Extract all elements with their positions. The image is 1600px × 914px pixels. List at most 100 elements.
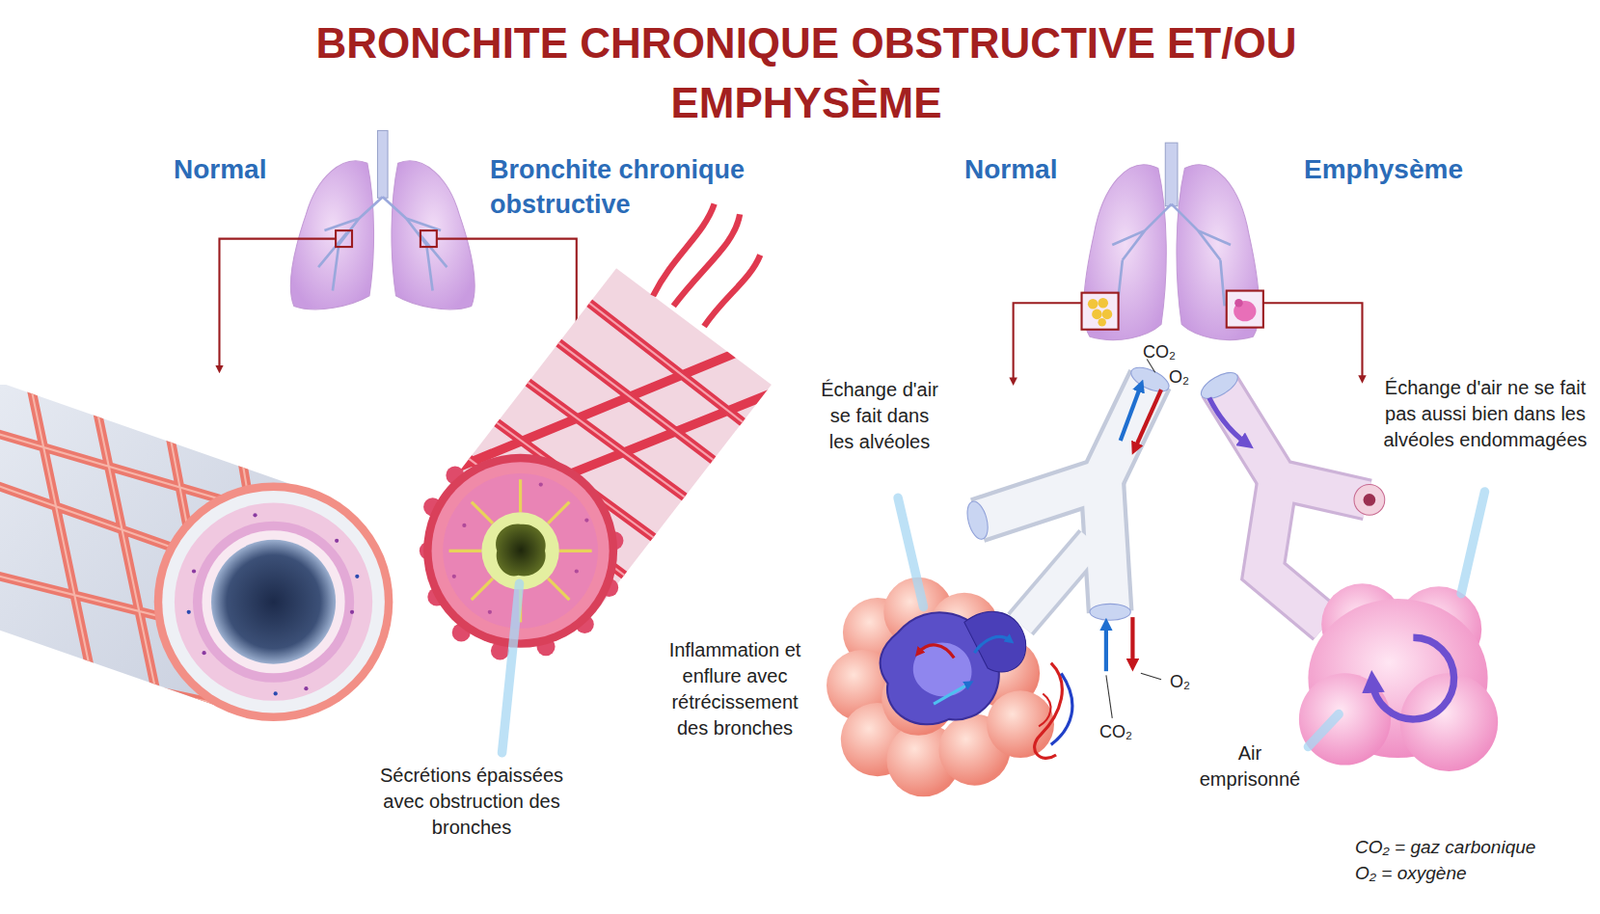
callout-text: Échange d'air ne se fait pas aussi bien …	[1377, 375, 1594, 454]
bronchus-obstructed-part-part	[471, 502, 493, 524]
gas-label: CO₂	[1099, 721, 1133, 744]
alveoli-normal-part	[1020, 541, 1092, 625]
alveoli-emphysema-part	[1363, 493, 1377, 507]
bronchus-obstructed-part	[428, 224, 816, 644]
heading: Bronchite chronique obstructive	[489, 152, 818, 222]
alveoli-emphysema-part	[1354, 485, 1385, 516]
alveoli-normal-part	[1135, 389, 1163, 449]
bronchus-obstructed-part	[495, 524, 546, 577]
bronchus-normal-part	[201, 530, 345, 674]
alveoli-normal-part-part	[1102, 479, 1111, 613]
alveoli-normal-part	[1130, 617, 1135, 666]
lung-figure-part	[1234, 298, 1243, 307]
callout-text: Échange d'air se fait dans les alvéoles	[817, 377, 942, 456]
gas-label: CO₂	[1142, 341, 1176, 364]
alveoli-emphysema-part-part	[1299, 673, 1391, 765]
bronchus-normal-part-part	[191, 569, 196, 573]
heading: Emphysème	[1303, 152, 1464, 188]
bronchus-obstructed-part-part	[574, 569, 579, 573]
bronchus-normal-part	[162, 490, 385, 714]
bronchus-obstructed-part-part	[461, 523, 466, 528]
bronchus-obstructed	[419, 204, 817, 661]
lung-figure-part	[318, 196, 447, 291]
alveoli-emphysema-part	[1209, 398, 1248, 445]
callout-text: Inflammation et enflure avec rétrécissem…	[655, 637, 814, 742]
bronchus-obstructed-part-part	[452, 574, 457, 579]
bronchus-obstructed-part	[423, 454, 618, 649]
bronchus-obstructed-part-part	[471, 578, 493, 600]
bronchus-normal-part	[192, 521, 354, 683]
lung-figure-part	[1176, 164, 1259, 341]
lung-figure-part	[1087, 298, 1099, 310]
alveoli-normal-part	[1089, 603, 1131, 621]
gas-label: O₂	[1169, 671, 1191, 694]
bronchus-normal-part	[187, 574, 360, 697]
bronchus-normal	[0, 336, 393, 776]
bronchus-normal-part-part	[350, 610, 354, 615]
alveoli-normal-part	[1120, 385, 1141, 441]
leader-line-part	[897, 497, 923, 607]
legend-text: O₂ = oxygène	[1355, 861, 1467, 886]
heading: Normal	[173, 152, 267, 188]
alveoli-normal-part	[963, 499, 992, 543]
alveoli-normal-part	[1140, 673, 1162, 679]
alveoli-normal-part	[933, 683, 970, 705]
bronchus-obstructed-part-part	[488, 610, 492, 615]
leader-line	[502, 491, 1486, 754]
lung-figure-part	[420, 230, 437, 247]
callout-text: Air emprisonné	[1195, 740, 1304, 793]
bronchus-normal-part	[191, 513, 354, 691]
bronchus-normal-part-part	[187, 610, 191, 615]
bronchus-normal-part	[211, 540, 336, 665]
lung-figure-part	[335, 230, 353, 247]
bronchus-obstructed-part-part	[518, 479, 522, 513]
bronchus-obstructed-part-part	[428, 224, 816, 644]
lung-figure-part	[1082, 293, 1119, 330]
bronchus-normal-part-part	[334, 539, 339, 543]
lung-figure-part	[1013, 302, 1083, 381]
alveoli-normal-part-part	[1102, 479, 1111, 613]
bronchus-normal-part-part	[252, 513, 257, 517]
lung-figure-part	[1084, 164, 1167, 341]
alveoli-emphysema-part	[1196, 367, 1242, 405]
alveoli-normal-part	[918, 645, 954, 659]
bronchus-obstructed-part-part	[559, 549, 593, 553]
alveoli-normal-part	[974, 636, 1010, 653]
lung-figure-part	[1263, 302, 1363, 380]
bronchus-obstructed-part-part	[547, 502, 570, 524]
alveoli-normal-part	[964, 611, 1027, 673]
bronchus-obstructed-part	[652, 204, 760, 327]
alveoli-normal-part	[1106, 675, 1112, 718]
bronchus-obstructed-part-part	[584, 517, 589, 522]
callout-text: Sécrétions épaissées avec obstruction de…	[362, 762, 581, 841]
bronchus-normal-part-part	[303, 686, 308, 691]
bronchus-obstructed-part-part	[449, 549, 483, 553]
lung-figure-part	[1091, 309, 1103, 321]
lung-figure-part	[377, 130, 388, 198]
alveoli-emphysema-part-part	[1263, 479, 1328, 624]
lung-figure-part	[1165, 142, 1178, 207]
bronchus-normal-part-part	[273, 691, 278, 696]
title: BRONCHITE CHRONIQUE OBSTRUCTIVE ET/OU EM…	[304, 13, 1308, 134]
lung-figure-part	[1226, 291, 1264, 328]
legend-text: CO₂ = gaz carbonique	[1355, 835, 1536, 860]
lung-figure-part	[1102, 309, 1113, 321]
leader-line-part	[502, 583, 520, 754]
bronchus-normal-part	[174, 503, 373, 702]
alveoli-normal-part	[1051, 673, 1073, 745]
bronchus-obstructed-part-part	[539, 482, 543, 487]
leader-line-part	[1307, 714, 1339, 748]
lung-figure-part	[1097, 298, 1109, 309]
lung-figure-part	[1097, 318, 1106, 326]
gas-label: O₂	[1168, 366, 1190, 389]
alveoli-normal-part	[1104, 624, 1109, 673]
lung-figure-part	[1111, 204, 1231, 307]
alveoli-normal-part-part	[986, 690, 1055, 759]
bronchus-obstructed-part-part	[428, 224, 816, 644]
alveoli-normal-part	[1034, 663, 1063, 760]
alveoli-emphysema-part	[1299, 583, 1498, 772]
heading: Normal	[964, 152, 1058, 188]
alveoli-normal-part	[1020, 541, 1092, 625]
